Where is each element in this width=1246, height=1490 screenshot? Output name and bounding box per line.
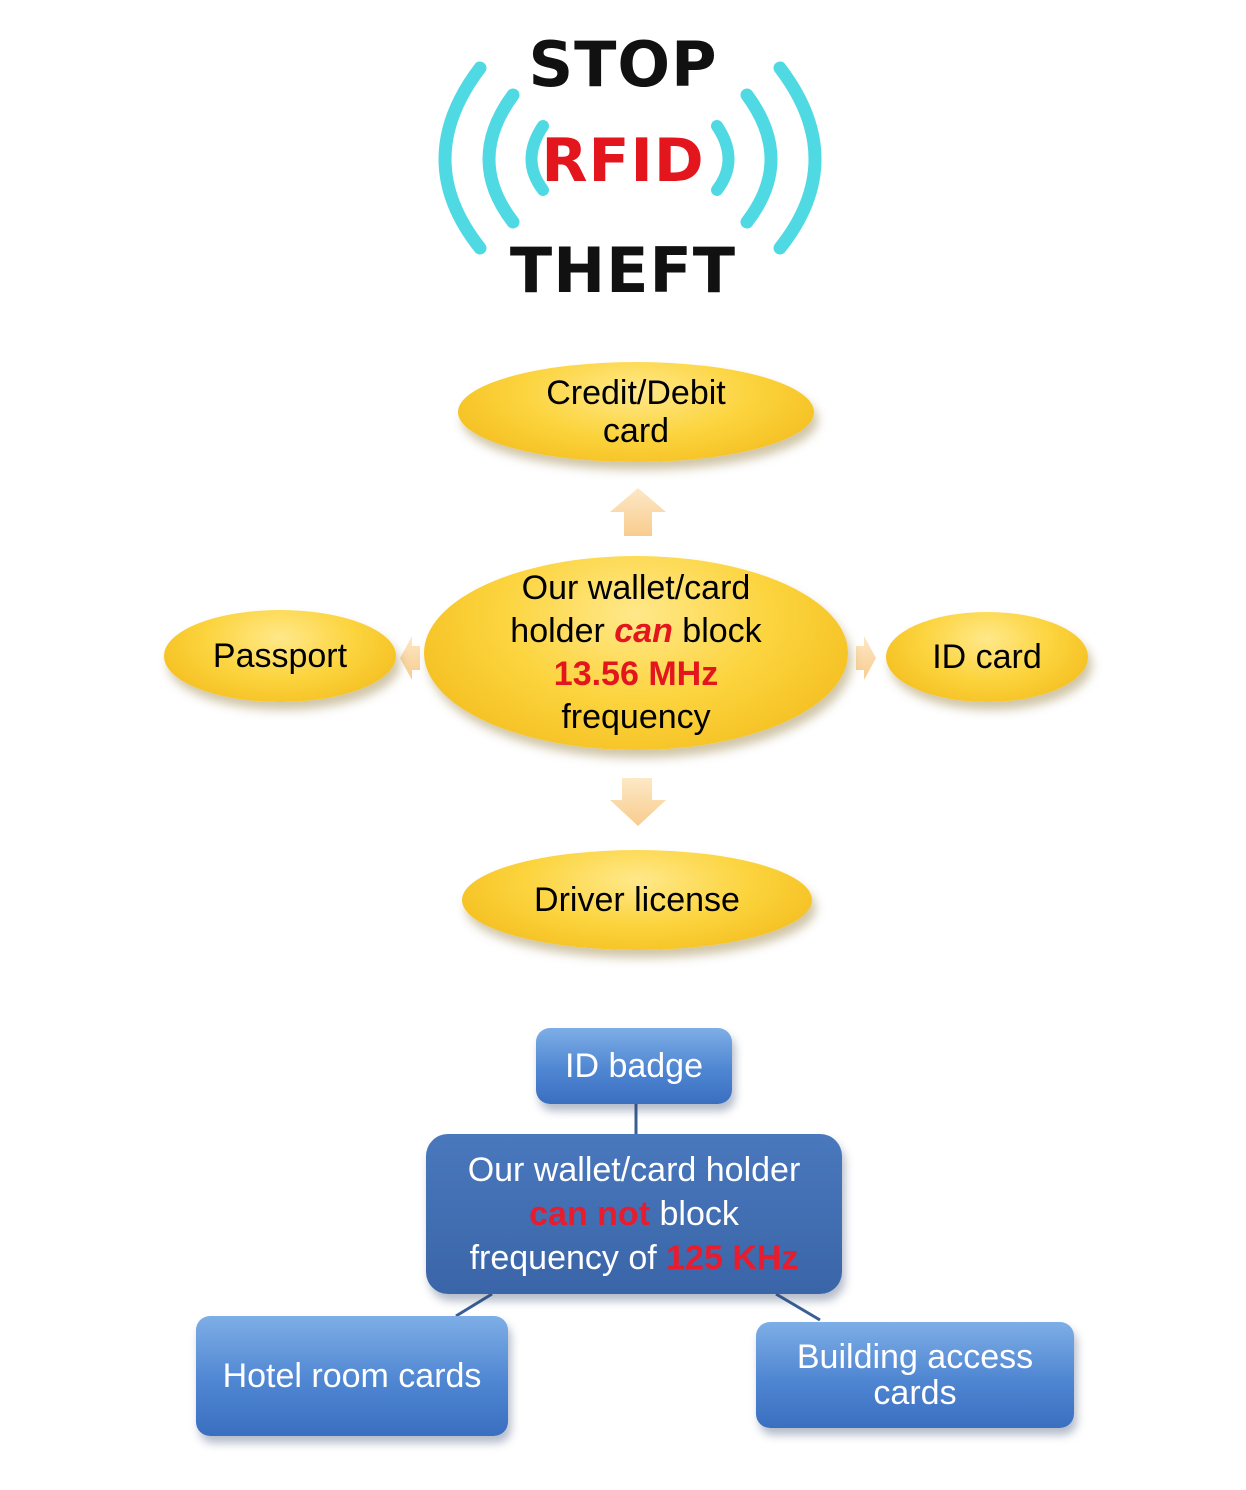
logo-rfid-text: RFID — [541, 126, 705, 196]
block-arrows — [400, 488, 876, 826]
logo-theft-text: THEFT — [509, 234, 737, 307]
can-not-emphasis: can not — [529, 1195, 651, 1233]
cannot-block-center-node: Our wallet/card holder can not block fre… — [426, 1134, 842, 1294]
frequency-13-56-mhz: 13.56 MHz — [553, 655, 719, 693]
building-access-cards-node: Building access cards — [756, 1322, 1074, 1428]
passport-node: Passport — [164, 610, 396, 702]
frequency-125-khz: 125 KHz — [666, 1239, 799, 1277]
card-label: card — [602, 412, 670, 450]
id-badge-node: ID badge — [536, 1028, 732, 1104]
noblock-line-1: Our wallet/card holder — [467, 1151, 801, 1189]
id-card-label: ID card — [932, 638, 1042, 676]
noblock-line-3: frequency of 125 KHz — [470, 1236, 799, 1280]
radio-waves-icon — [438, 61, 822, 255]
center-line-2-pre: holder — [510, 612, 615, 650]
center-line-1: Our wallet/card — [521, 569, 751, 607]
credit-debit-label: Credit/Debit — [546, 374, 726, 412]
noblock-line-2: can not block — [529, 1192, 739, 1236]
id-badge-label: ID badge — [565, 1047, 703, 1085]
can-block-center-node: Our wallet/card holder can block 13.56 M… — [424, 556, 848, 750]
credit-debit-card-node: Credit/Debit card — [458, 362, 814, 462]
hotel-room-cards-label: Hotel room cards — [222, 1357, 482, 1395]
passport-label: Passport — [212, 637, 348, 675]
center-line-2: holder can block — [510, 610, 761, 653]
can-emphasis: can — [614, 612, 673, 650]
driver-license-label: Driver license — [534, 881, 740, 919]
noblock-line-2-post: block — [650, 1195, 739, 1233]
noblock-connectors — [455, 1104, 821, 1322]
logo-stop-text: STOP — [528, 28, 718, 101]
arrow-down-icon — [610, 778, 666, 826]
arrow-left-icon — [400, 636, 420, 680]
center-line-2-post: block — [672, 612, 762, 650]
id-card-node: ID card — [886, 612, 1088, 702]
noblock-line-3-pre: frequency of — [469, 1239, 667, 1277]
arrow-up-icon — [610, 488, 666, 536]
building-cards-label: cards — [873, 1374, 957, 1412]
building-access-label: Building access — [796, 1338, 1034, 1376]
center-line-4: frequency — [561, 698, 711, 736]
driver-license-node: Driver license — [462, 850, 812, 950]
hotel-room-cards-node: Hotel room cards — [196, 1316, 508, 1436]
arrow-right-icon — [856, 636, 876, 680]
